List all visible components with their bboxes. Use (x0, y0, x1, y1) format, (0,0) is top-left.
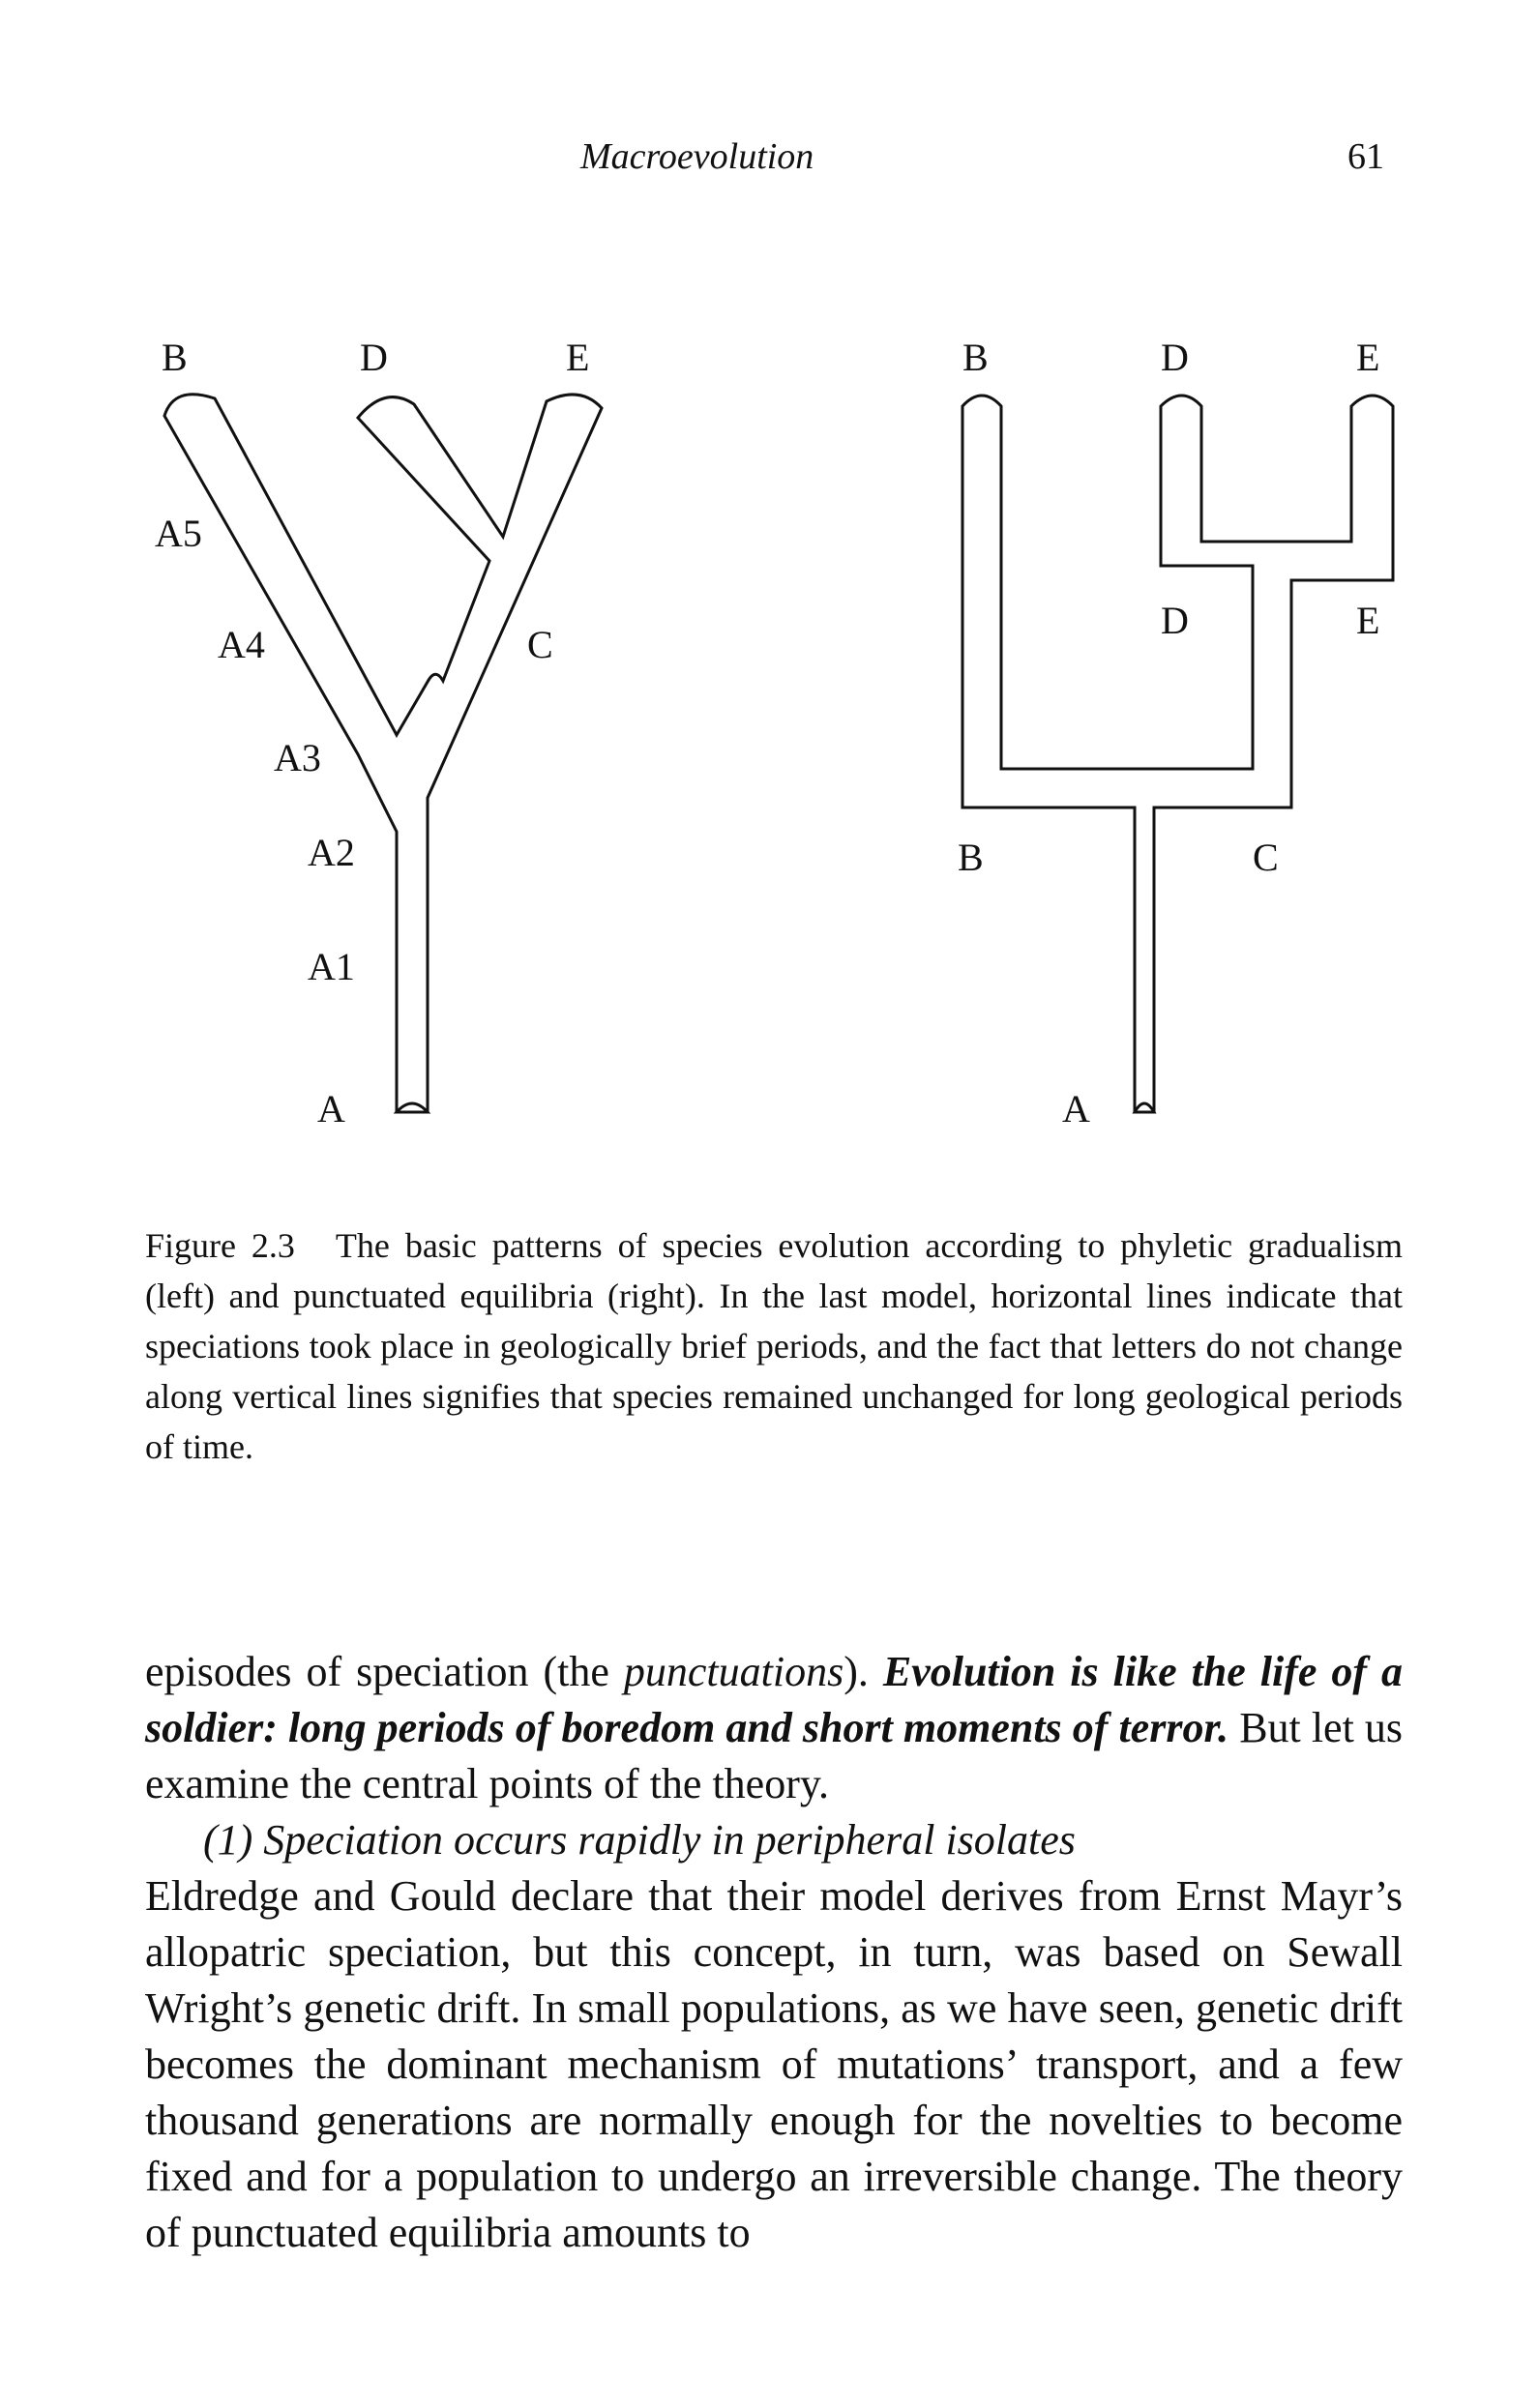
left-stem-a1: A1 (308, 945, 355, 988)
punctuated-labels: B D E D E B C A (958, 336, 1379, 1131)
left-stem-a: A (317, 1087, 345, 1131)
page-number: 61 (1347, 136, 1384, 177)
left-stem-a5: A5 (155, 512, 202, 555)
gradualism-diagram (163, 393, 604, 1114)
p1-text-c: ). (843, 1648, 883, 1695)
right-tip-d: D (1161, 336, 1189, 379)
figure-label: Figure 2.3 (145, 1226, 295, 1265)
left-branch-c: C (527, 623, 553, 666)
left-tip-d: D (360, 336, 388, 379)
figure-2-3: B D E A5 A4 A3 A2 A1 A C B D E D E B C A (155, 336, 1395, 1131)
caption-text: The basic patterns of species evolution … (145, 1226, 1403, 1466)
p1-quote: Evolution is like the life of a soldier:… (145, 1648, 1404, 1751)
right-node-c: C (1253, 836, 1279, 879)
paragraph-2-heading: (1) Speciation occurs rapidly in periphe… (145, 1812, 1403, 1868)
p1-emphasis-punctuations: punctuations (623, 1648, 844, 1695)
p1-text-f: us examine the central points of the the… (145, 1704, 1403, 1807)
left-stem-a2: A2 (308, 831, 355, 874)
section-heading-1: (1) Speciation occurs rapidly in periphe… (203, 1816, 1076, 1864)
left-tip-b: B (162, 336, 188, 379)
gradualism-labels: B D E A5 A4 A3 A2 A1 A C (155, 336, 589, 1131)
right-tip-b: B (962, 336, 989, 379)
base-cap-right (1132, 1101, 1157, 1114)
left-tip-e: E (566, 336, 589, 379)
base-cap-left (393, 1101, 431, 1114)
right-inner-e: E (1356, 599, 1379, 642)
gradualism-tree-outline (163, 393, 604, 1112)
right-node-a: A (1062, 1087, 1090, 1131)
punctuated-diagram (961, 394, 1395, 1114)
right-node-b: B (958, 836, 984, 879)
left-stem-a3: A3 (274, 736, 321, 779)
paragraph-3: Eldredge and Gould declare that their mo… (145, 1872, 1403, 2256)
punctuated-tree-outline (961, 394, 1395, 1112)
left-stem-a4: A4 (218, 623, 265, 666)
right-inner-d: D (1161, 599, 1189, 642)
right-tip-e: E (1356, 336, 1379, 379)
paragraph-1: episodes of speciation (the punctuations… (145, 1644, 1403, 1812)
p1-text-e: But let (1228, 1704, 1354, 1751)
evolution-diagrams: B D E A5 A4 A3 A2 A1 A C B D E D E B C A (155, 336, 1395, 1131)
body-text: episodes of speciation (the punctuations… (145, 1644, 1403, 2261)
p1-text-a: episodes of speciation (the (145, 1648, 624, 1695)
running-title: Macroevolution (580, 136, 814, 177)
